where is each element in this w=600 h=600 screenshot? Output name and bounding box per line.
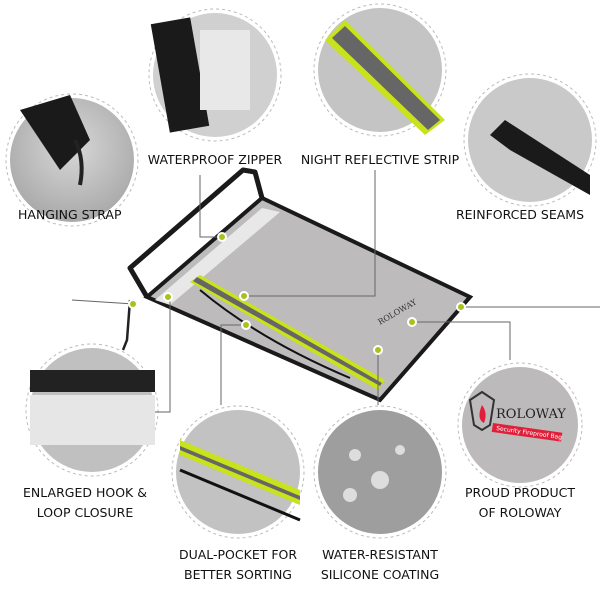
detail-circle-silicone-coating — [313, 405, 447, 539]
label-proud-product: PROUD PRODUCT OF ROLOWAY — [455, 483, 585, 523]
label-reinforced-seams: REINFORCED SEAMS — [455, 207, 585, 222]
callout-dots — [128, 232, 466, 355]
fireproof-bag: ROLOWAY — [121, 167, 474, 403]
label-line: ENLARGED HOOK & — [23, 485, 147, 500]
label-line: LOOP CLOSURE — [36, 505, 134, 520]
brand-logo-text: ROLOWAY — [496, 407, 566, 422]
label-line: OF ROLOWAY — [478, 505, 562, 520]
label-night-reflective-strip: NIGHT REFLECTIVE STRIP — [300, 152, 460, 167]
label-line: DUAL-POCKET FOR — [178, 547, 298, 562]
label-line: SILICONE COATING — [320, 567, 440, 582]
label-line: BETTER SORTING — [184, 567, 292, 582]
label-line: WATER-RESISTANT — [322, 547, 438, 562]
detail-circle-hook-loop — [25, 343, 159, 477]
label-line: PROUD PRODUCT — [464, 485, 575, 500]
detail-circle-roloway-logo: ROLOWAY Security Fireproof Bag — [457, 362, 583, 488]
leader-lines — [71, 170, 600, 413]
label-waterproof-zipper: WATERPROOF ZIPPER — [147, 152, 283, 167]
detail-circle-waterproof-zipper — [148, 8, 282, 142]
detail-circle-reflective-strip — [313, 3, 447, 137]
detail-circle-dual-pocket — [171, 405, 305, 539]
label-hanging-strap: HANGING STRAP — [18, 207, 122, 222]
detail-circle-hanging-strap — [5, 93, 139, 227]
label-hook-loop-closure: ENLARGED HOOK & LOOP CLOSURE — [20, 483, 150, 523]
detail-circle-reinforced-seams — [463, 73, 597, 207]
label-dual-pocket: DUAL-POCKET FOR BETTER SORTING — [173, 545, 303, 585]
label-silicone-coating: WATER-RESISTANT SILICONE COATING — [310, 545, 450, 585]
